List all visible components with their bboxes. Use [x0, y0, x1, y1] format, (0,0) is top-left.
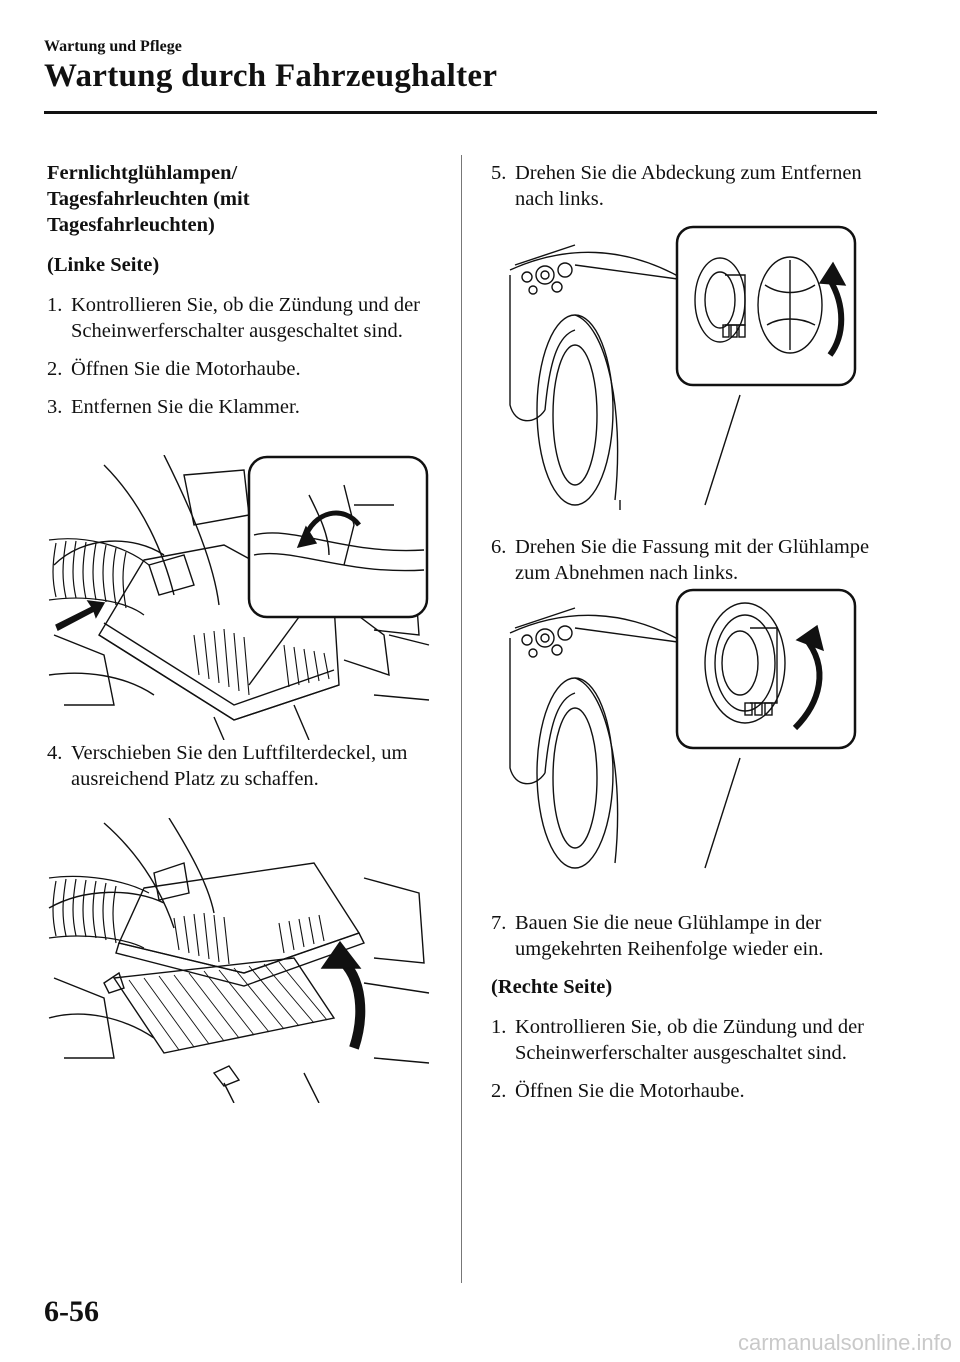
section-label: Wartung und Pflege	[44, 38, 182, 55]
step-number: 6.	[491, 536, 507, 558]
step-text: Entfernen Sie die Klammer.	[71, 396, 300, 418]
step-text: Kontrollieren Sie, ob die Zündung und de…	[71, 294, 421, 342]
step-item: 2. Öffnen Sie die Motorhaube.	[47, 356, 447, 382]
remove-bulb-cover-illustration	[509, 225, 857, 510]
step-number: 7.	[491, 912, 507, 934]
step-text: Öffnen Sie die Motorhaube.	[515, 1080, 745, 1102]
slide-air-filter-cover-illustration	[48, 818, 430, 1103]
step-item: 7. Bauen Sie die neue Glühlampe in der u…	[491, 910, 891, 962]
remove-bulb-socket-illustration	[509, 588, 857, 869]
step-item: 4. Verschieben Sie den Luftfilterdeckel,…	[47, 740, 447, 792]
step-item: 5. Drehen Sie die Abdeckung zum Entferne…	[491, 160, 891, 212]
step-text: Drehen Sie die Fassung mit der Glühlampe…	[515, 536, 870, 584]
step-text: Verschieben Sie den Luftfilterdeckel, um…	[71, 742, 408, 790]
step-text: Öffnen Sie die Motorhaube.	[71, 358, 301, 380]
left-column: Fernlichtglühlampen/ Tagesfahrleuchten (…	[47, 160, 447, 804]
step-number: 5.	[491, 162, 507, 184]
step-text: Drehen Sie die Abdeckung zum Entfernen n…	[515, 162, 862, 210]
right-column: 5. Drehen Sie die Abdeckung zum Entferne…	[491, 160, 891, 1116]
step-item: 3. Entfernen Sie die Klammer.	[47, 394, 447, 420]
column-divider	[461, 155, 462, 1283]
step-number: 2.	[491, 1080, 507, 1102]
subheading-left-side: (Linke Seite)	[47, 254, 160, 276]
subheading-right-side: (Rechte Seite)	[491, 976, 613, 998]
step-item: 1. Kontrollieren Sie, ob die Zündung und…	[47, 292, 447, 344]
step-item: 1. Kontrollieren Sie, ob die Zündung und…	[491, 1014, 891, 1066]
step-number: 1.	[491, 1016, 507, 1038]
step-text: Kontrollieren Sie, ob die Zündung und de…	[515, 1016, 865, 1064]
section-heading: Fernlichtglühlampen/ Tagesfahrleuchten (…	[47, 162, 250, 236]
header-rule	[44, 111, 877, 114]
step-text: Bauen Sie die neue Glühlampe in der umge…	[515, 912, 824, 960]
step-item: 2. Öffnen Sie die Motorhaube.	[491, 1078, 891, 1104]
page-number: 6-56	[44, 1295, 99, 1328]
step-number: 3.	[47, 396, 63, 418]
step-number: 2.	[47, 358, 63, 380]
page-title: Wartung durch Fahrzeughalter	[44, 58, 498, 94]
watermark: carmanualsonline.info	[737, 1330, 952, 1355]
remove-clamp-illustration	[48, 455, 430, 740]
step-number: 1.	[47, 294, 63, 316]
step-item: 6. Drehen Sie die Fassung mit der Glühla…	[491, 534, 891, 586]
step-number: 4.	[47, 742, 63, 764]
